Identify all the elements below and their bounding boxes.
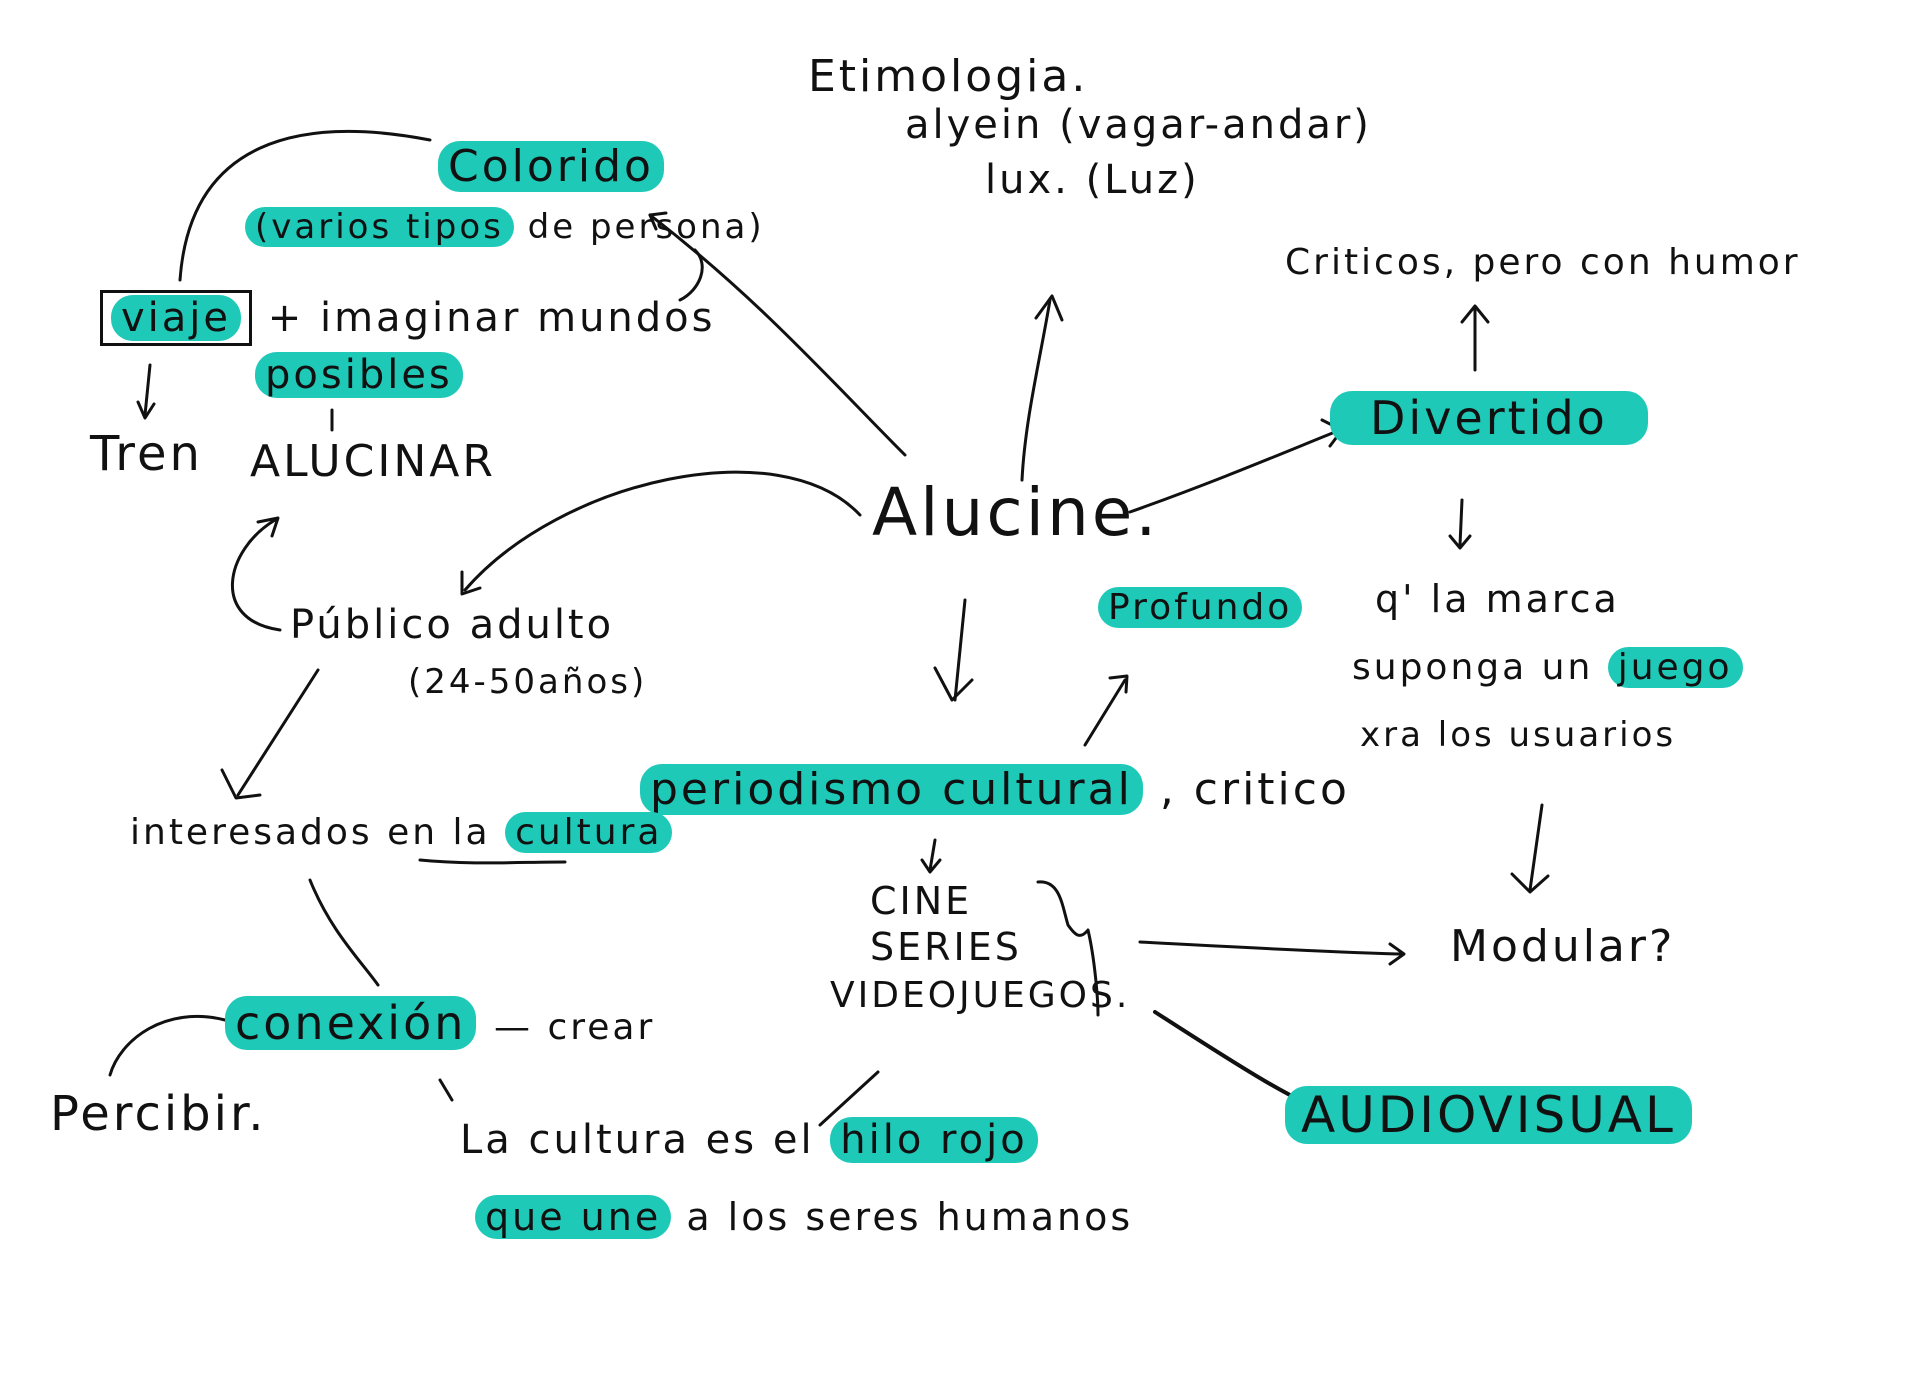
arrow-cine-to-modular <box>1138 940 1402 956</box>
arrowhead <box>460 570 482 596</box>
lux-label: lux. (Luz) <box>985 157 1200 203</box>
que-une-highlight: que une <box>475 1195 672 1239</box>
interesados-label: interesados en la cultura <box>130 812 673 853</box>
arrow-periodismo-to-cine <box>928 838 937 872</box>
colorido-label: Colorido <box>438 141 664 192</box>
arrowhead <box>1108 674 1129 694</box>
colorido-highlight: Colorido <box>438 141 664 192</box>
curve-conexion-to-percibir <box>108 1014 227 1077</box>
conexion-label: conexión — crear <box>225 996 656 1050</box>
arrowhead <box>933 666 974 702</box>
series-label: SERIES <box>870 925 1022 969</box>
curve-colorido-to-viaje <box>178 130 432 282</box>
edad-label: (24-50años) <box>408 662 648 702</box>
videojuegos-label: VIDEOJUEGOS. <box>830 975 1131 1016</box>
profundo-label: Profundo <box>1098 587 1303 628</box>
suponga-text: suponga un <box>1352 647 1594 688</box>
alyein-label: alyein (vagar-andar) <box>905 102 1372 148</box>
periodismo-highlight: periodismo cultural <box>640 764 1143 815</box>
posibles-highlight: posibles <box>255 352 463 398</box>
audiovisual-highlight: AUDIOVISUAL <box>1285 1086 1692 1144</box>
interesados-text: interesados en la <box>130 812 491 853</box>
viaje-highlight: viaje <box>111 295 242 341</box>
percibir-label: Percibir. <box>50 1086 267 1142</box>
cine-label: CINE <box>870 879 973 923</box>
loop-publico-to-alucinar <box>230 518 282 632</box>
imaginar-text: + imaginar mundos <box>267 295 716 341</box>
modular-label: Modular? <box>1450 921 1676 972</box>
arrow-marca-to-modular <box>1528 803 1544 892</box>
arrow-alucine-to-periodismo <box>953 598 967 702</box>
line-interesados-to-conexion <box>308 878 380 987</box>
audiovisual-label: AUDIOVISUAL <box>1285 1086 1692 1144</box>
criticos-label: Criticos, pero con humor <box>1285 242 1801 283</box>
etimologia-label: Etimologia. <box>808 51 1089 102</box>
arrowhead <box>220 768 262 800</box>
arrow-alucine-to-colorido <box>648 213 907 457</box>
crear-text: — crear <box>494 1007 656 1048</box>
divertido-label: Divertido <box>1330 391 1648 445</box>
arrow-alucine-to-divertido <box>1128 428 1342 514</box>
arrow-critico-to-profundo <box>1083 678 1127 747</box>
divertido-highlight: Divertido <box>1330 391 1648 445</box>
arrow-alucine-to-etimologia <box>1020 298 1052 482</box>
arrowhead <box>1460 304 1490 324</box>
viaje-row: viaje + imaginar mundos <box>100 290 716 346</box>
arrowhead <box>1034 294 1064 322</box>
juego-highlight: juego <box>1607 647 1743 688</box>
marca-line-1: q' la marca <box>1375 577 1620 621</box>
viaje-box: viaje <box>100 290 253 346</box>
varios-tipos-label: (varios tipos de persona) <box>245 207 765 247</box>
arrowhead <box>136 400 156 420</box>
conexion-highlight: conexión <box>225 996 477 1050</box>
marca-line-2: suponga un juego <box>1352 647 1743 688</box>
posibles-label: posibles <box>255 352 463 398</box>
critico-text: , critico <box>1159 764 1350 815</box>
periodismo-label: periodismo cultural , critico <box>640 764 1350 815</box>
hilo-rojo-highlight: hilo rojo <box>830 1117 1038 1163</box>
frase-line-2: que une a los seres humanos <box>475 1195 1134 1239</box>
profundo-highlight: Profundo <box>1098 587 1303 628</box>
frase-line-1: La cultura es el hilo rojo <box>460 1117 1038 1163</box>
de-persona-text: de persona) <box>527 207 765 247</box>
frase-text-2: a los seres humanos <box>686 1195 1134 1239</box>
arrowhead <box>1388 942 1406 966</box>
arrowhead <box>1448 534 1472 550</box>
varios-tipos-highlight: (varios tipos <box>245 207 514 247</box>
marca-line-3: xra los usuarios <box>1360 715 1677 755</box>
arrow-divertido-to-marca <box>1458 498 1464 547</box>
arrowhead <box>1510 872 1550 894</box>
frase-text-1: La cultura es el <box>460 1117 815 1163</box>
arrowhead <box>648 211 668 231</box>
cultura-highlight: cultura <box>505 812 673 853</box>
underline-cultura <box>418 858 567 865</box>
arrow-alucine-to-publico <box>463 470 862 592</box>
publico-label: Público adulto <box>290 602 615 648</box>
line-conexion-to-frase <box>438 1078 454 1102</box>
line-cine-to-frase <box>818 1070 880 1127</box>
bracket-cine-series <box>1036 880 1100 1017</box>
bracket-varios-tipos <box>678 248 704 302</box>
alucine-center: Alucine. <box>872 474 1160 551</box>
alucinar-label: ALUCINAR <box>250 436 496 487</box>
arrow-publico-to-interesados <box>236 668 320 797</box>
tren-label: Tren <box>90 426 203 482</box>
arrowhead <box>920 858 942 874</box>
arrowhead <box>256 516 280 538</box>
arrow-viaje-to-tren <box>143 363 152 417</box>
